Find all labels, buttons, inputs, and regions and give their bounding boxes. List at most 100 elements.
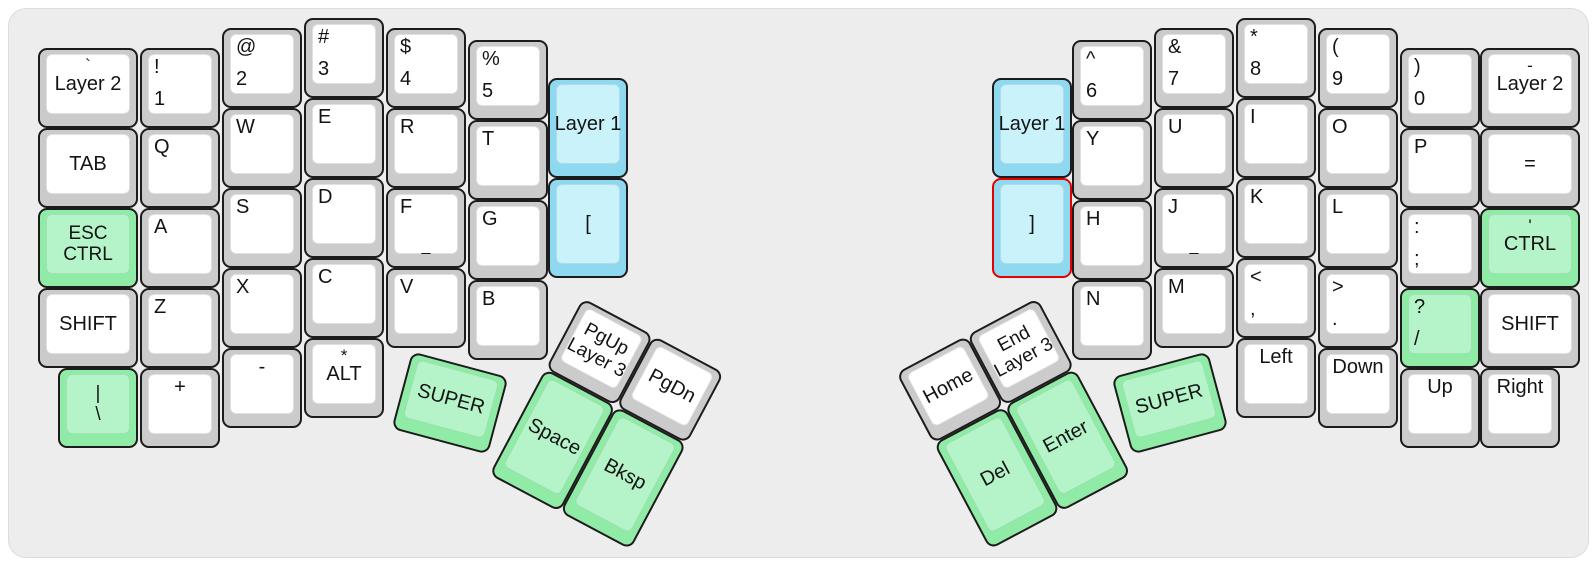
key-label-base: ; <box>1414 248 1420 270</box>
keycap-face: Right <box>1488 374 1552 434</box>
key-label-line: Del <box>976 457 1014 492</box>
key-left-bracket[interactable]: [ <box>548 178 628 278</box>
key-label-shift: & <box>1168 36 1182 58</box>
keycap-face: I <box>1244 104 1308 164</box>
key-x[interactable]: X <box>222 268 302 348</box>
key-super-left[interactable]: SUPER <box>391 351 509 455</box>
key-label-base: 0 <box>1414 88 1426 110</box>
key-shift-right[interactable]: SHIFT <box>1480 288 1580 368</box>
key-label-shift: R <box>400 116 415 138</box>
key-h[interactable]: H <box>1072 200 1152 280</box>
key-layer1-right[interactable]: Layer 1 <box>992 78 1072 178</box>
key-o[interactable]: O <box>1318 108 1398 188</box>
key-label-base: 8 <box>1250 58 1262 80</box>
key-i[interactable]: I <box>1236 98 1316 178</box>
keycap-face: -Layer 2 <box>1488 54 1572 114</box>
keycap-face: [ <box>556 184 620 264</box>
keycap-face: L <box>1326 194 1390 254</box>
key-shift-left[interactable]: SHIFT <box>38 288 138 368</box>
key-d[interactable]: D <box>304 178 384 258</box>
key-label-shift: M <box>1168 276 1185 298</box>
keycap-face: A <box>148 214 212 274</box>
key-y[interactable]: Y <box>1072 120 1152 200</box>
key-equals[interactable]: = <box>1480 128 1580 208</box>
key-right-bracket[interactable]: ] <box>992 178 1072 278</box>
keycap-face: >. <box>1326 274 1390 334</box>
key-label-center: SHIFT <box>47 295 129 353</box>
key-label-line: ALT <box>326 363 362 385</box>
key-super-right[interactable]: SUPER <box>1111 351 1229 455</box>
key-j[interactable]: J_ <box>1154 188 1234 268</box>
key-quote-ctrl[interactable]: 'CTRL <box>1480 208 1580 288</box>
key-star-alt[interactable]: *ALT <box>304 338 384 418</box>
key-label-center: Layer 1 <box>999 85 1066 163</box>
key-label-top: + <box>174 376 186 398</box>
key-u[interactable]: U <box>1154 108 1234 188</box>
key-amp-7[interactable]: &7 <box>1154 28 1234 108</box>
key-at-2[interactable]: @2 <box>222 28 302 108</box>
key-label-line: Layer 2 <box>1496 73 1564 95</box>
keycap-face: Up <box>1408 374 1472 434</box>
key-s[interactable]: S <box>222 188 302 268</box>
keycap-face: = <box>1488 134 1572 194</box>
key-label-shift: ? <box>1414 296 1426 318</box>
key-m[interactable]: M <box>1154 268 1234 348</box>
key-asterisk-8[interactable]: *8 <box>1236 18 1316 98</box>
key-w[interactable]: W <box>222 108 302 188</box>
key-label-center: [ <box>557 185 619 263</box>
key-greaterthan-period[interactable]: >. <box>1318 268 1398 348</box>
key-v[interactable]: V <box>386 268 466 348</box>
key-label-base: 5 <box>482 80 494 102</box>
keycap-face: |\ <box>66 374 130 434</box>
key-colon-semicolon[interactable]: :; <box>1400 208 1480 288</box>
key-down-key[interactable]: Down <box>1318 348 1398 428</box>
key-n[interactable]: N <box>1072 280 1152 360</box>
key-plus[interactable]: + <box>140 368 220 448</box>
key-f[interactable]: F_ <box>386 188 466 268</box>
key-lparen-9[interactable]: (9 <box>1318 28 1398 108</box>
key-c[interactable]: C <box>304 258 384 338</box>
key-l[interactable]: L <box>1318 188 1398 268</box>
key-left-key[interactable]: Left <box>1236 338 1316 418</box>
key-r[interactable]: R <box>386 108 466 188</box>
key-lessthan-comma[interactable]: <, <box>1236 258 1316 338</box>
key-exclam-1[interactable]: !1 <box>140 48 220 128</box>
key-label-base: 2 <box>236 68 248 90</box>
key-pipe-backslash[interactable]: |\ <box>58 368 138 448</box>
key-hash-3[interactable]: #3 <box>304 18 384 98</box>
key-k[interactable]: K <box>1236 178 1316 258</box>
key-e[interactable]: E <box>304 98 384 178</box>
keycap-face: SUPER <box>402 359 500 439</box>
keycap-face: Q <box>148 134 212 194</box>
key-dollar-4[interactable]: $4 <box>386 28 466 108</box>
key-label-line: SUPER <box>1132 379 1206 419</box>
key-q[interactable]: Q <box>140 128 220 208</box>
key-b[interactable]: B <box>468 280 548 360</box>
key-minus[interactable]: - <box>222 348 302 428</box>
key-tab[interactable]: TAB <box>38 128 138 208</box>
key-percent-5[interactable]: %5 <box>468 40 548 120</box>
key-z[interactable]: Z <box>140 288 220 368</box>
key-minus-layer2[interactable]: -Layer 2 <box>1480 48 1580 128</box>
key-label-center: Home <box>907 346 989 426</box>
key-a[interactable]: A <box>140 208 220 288</box>
key-g[interactable]: G <box>468 200 548 280</box>
key-caret-6[interactable]: ^6 <box>1072 40 1152 120</box>
keycap-face: SHIFT <box>46 294 130 354</box>
key-right-key[interactable]: Right <box>1480 368 1560 448</box>
homing-bar: _ <box>1189 238 1199 255</box>
key-p[interactable]: P <box>1400 128 1480 208</box>
key-t[interactable]: T <box>468 120 548 200</box>
key-label-base: 9 <box>1332 68 1344 90</box>
keycap-face: D <box>312 184 376 244</box>
key-layer1-left[interactable]: Layer 1 <box>548 78 628 178</box>
key-rparen-0[interactable]: )0 <box>1400 48 1480 128</box>
key-question-slash[interactable]: ?/ <box>1400 288 1480 368</box>
keycap-face: *8 <box>1244 24 1308 84</box>
key-label-top: Down <box>1332 356 1384 378</box>
key-layer2-left[interactable]: `Layer 2 <box>38 48 138 128</box>
key-up-key[interactable]: Up <box>1400 368 1480 448</box>
key-label-center: SUPER <box>404 361 498 438</box>
